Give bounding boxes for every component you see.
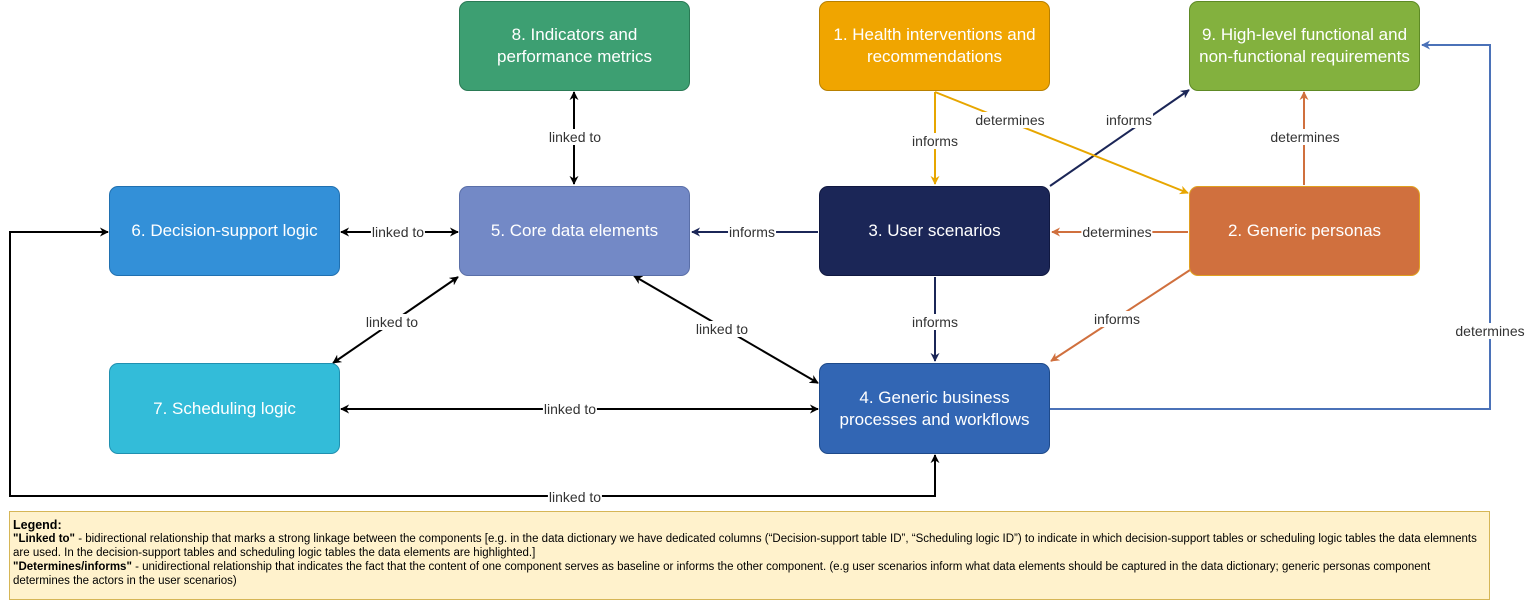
node-user-scenarios[interactable]: 3. User scenarios xyxy=(819,186,1050,276)
legend-title: Legend: xyxy=(13,518,62,532)
edge-label-n6-n4: linked to xyxy=(547,489,603,505)
edge-n1-n2 xyxy=(934,91,1189,195)
edge-label-n4-n9: determines xyxy=(1454,323,1526,339)
edge-n6-n4 xyxy=(9,227,940,497)
node-label: 5. Core data elements xyxy=(490,221,659,240)
node-indicators-metrics[interactable]: 8. Indicators and performance metrics xyxy=(459,1,690,91)
legend-linked-entry: "Linked to" - bidirectional relationship… xyxy=(13,532,1486,560)
edge-n3-n9 xyxy=(1049,89,1190,187)
node-label: 7. Scheduling logic xyxy=(153,398,296,418)
edge-label-n3-n5: informs xyxy=(728,224,776,240)
node-generic-personas[interactable]: 2. Generic personas xyxy=(1189,186,1420,276)
node-label: 9. High-level functional and non-functio… xyxy=(1199,25,1410,66)
edge-label-n5-n4: linked to xyxy=(694,321,750,337)
legend-linked-term: "Linked to" xyxy=(13,533,76,545)
edge-n4-n9 xyxy=(1050,40,1491,410)
node-core-data-elements[interactable]: 5. Core data elements xyxy=(459,186,690,276)
edge-label-n5-n7: linked to xyxy=(364,314,420,330)
edge-label-n7-n4: linked to xyxy=(542,401,598,417)
node-scheduling-logic[interactable]: 7. Scheduling logic xyxy=(109,363,340,454)
legend-box: Legend: "Linked to" - bidirectional rela… xyxy=(9,511,1490,600)
node-business-processes[interactable]: 4. Generic business processes and workfl… xyxy=(819,363,1050,454)
node-label: 4. Generic business processes and workfl… xyxy=(839,387,1030,429)
node-label: 8. Indicators and performance metrics xyxy=(497,25,652,66)
edge-label-n8-n5: linked to xyxy=(547,129,603,145)
legend-determines-entry: "Determines/informs" - unidirectional re… xyxy=(13,560,1486,588)
node-decision-support-logic[interactable]: 6. Decision-support logic xyxy=(109,186,340,276)
edge-label-n1-n2: determines xyxy=(974,112,1046,128)
edge-label-n3-n9: informs xyxy=(1105,112,1153,128)
node-label: 3. User scenarios xyxy=(868,221,1001,240)
legend-determines-text: - unidirectional relationship that indic… xyxy=(13,561,1431,587)
edge-label-n6-n5: linked to xyxy=(370,224,426,240)
edge-label-n2-n4: informs xyxy=(1093,311,1141,327)
node-label: 6. Decision-support logic xyxy=(131,221,318,240)
edge-label-n2-n3: determines xyxy=(1081,224,1153,240)
node-label: 2. Generic personas xyxy=(1227,221,1382,240)
edge-label-n1-n3: informs xyxy=(911,133,959,149)
node-health-interventions[interactable]: 1. Health interventions and recommendati… xyxy=(819,1,1050,91)
node-high-level-requirements[interactable]: 9. High-level functional and non-functio… xyxy=(1189,1,1420,91)
edge-label-n3-n4: informs xyxy=(911,314,959,330)
node-label: 1. Health interventions and recommendati… xyxy=(833,25,1036,66)
legend-determines-term: "Determines/informs" xyxy=(13,561,132,573)
edge-label-n2-n9: determines xyxy=(1269,129,1341,145)
legend-linked-text: - bidirectional relationship that marks … xyxy=(13,533,1477,559)
